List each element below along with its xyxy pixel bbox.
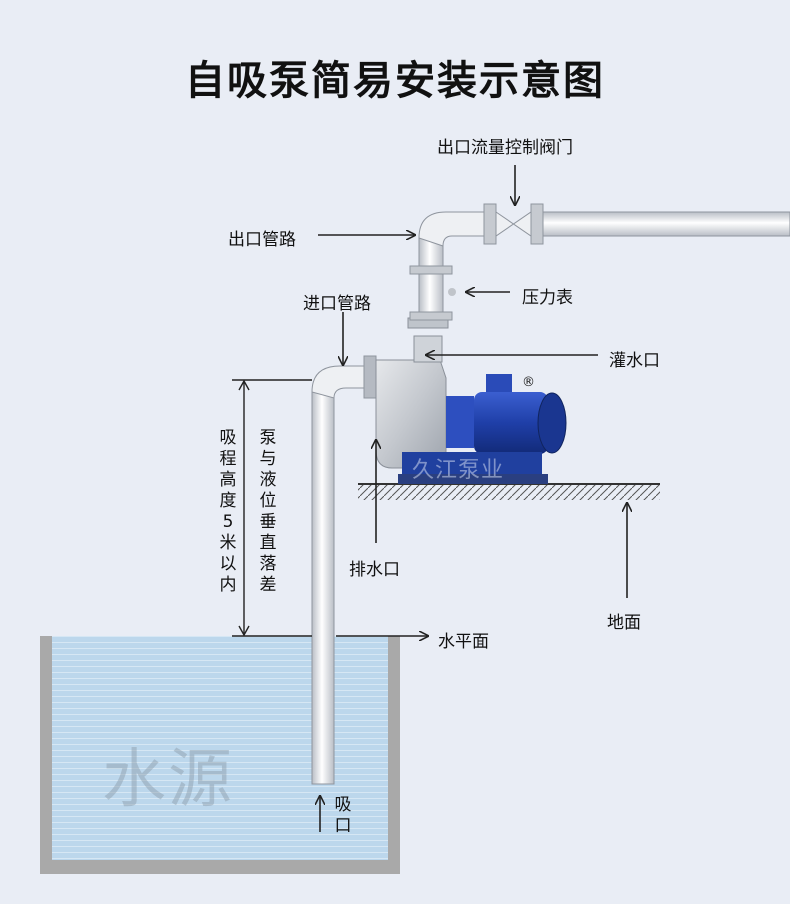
ground-slab [358, 483, 660, 500]
label-suction-port: 吸口 [334, 795, 352, 836]
dimension-lines [232, 379, 312, 637]
label-outlet-valve: 出口流量控制阀门 [437, 138, 573, 158]
label-outlet-pipe: 出口管路 [228, 230, 296, 250]
brand-watermark: 久江泵业 [412, 458, 505, 483]
outlet-valve [483, 203, 544, 245]
label-suction-height: 吸程高度5米以内 [219, 428, 237, 595]
label-ground: 地面 [607, 613, 641, 633]
label-vertical-drop: 泵与液位垂直落差 [259, 428, 277, 595]
outlet-pipe [409, 211, 790, 321]
pressure-gauge [448, 288, 456, 296]
label-drain-port: 排水口 [349, 560, 400, 580]
label-priming-port: 灌水口 [609, 351, 660, 371]
pump-motor [398, 374, 567, 484]
label-pressure-gauge: 压力表 [522, 288, 573, 308]
page-title: 自吸泵简易安装示意图 [185, 58, 605, 104]
water-source-watermark: 水源 [102, 743, 234, 817]
label-water-level: 水平面 [438, 632, 489, 652]
suction-pipe [311, 365, 373, 785]
label-inlet-pipe: 进口管路 [303, 294, 371, 314]
registered-mark: ® [522, 375, 535, 390]
